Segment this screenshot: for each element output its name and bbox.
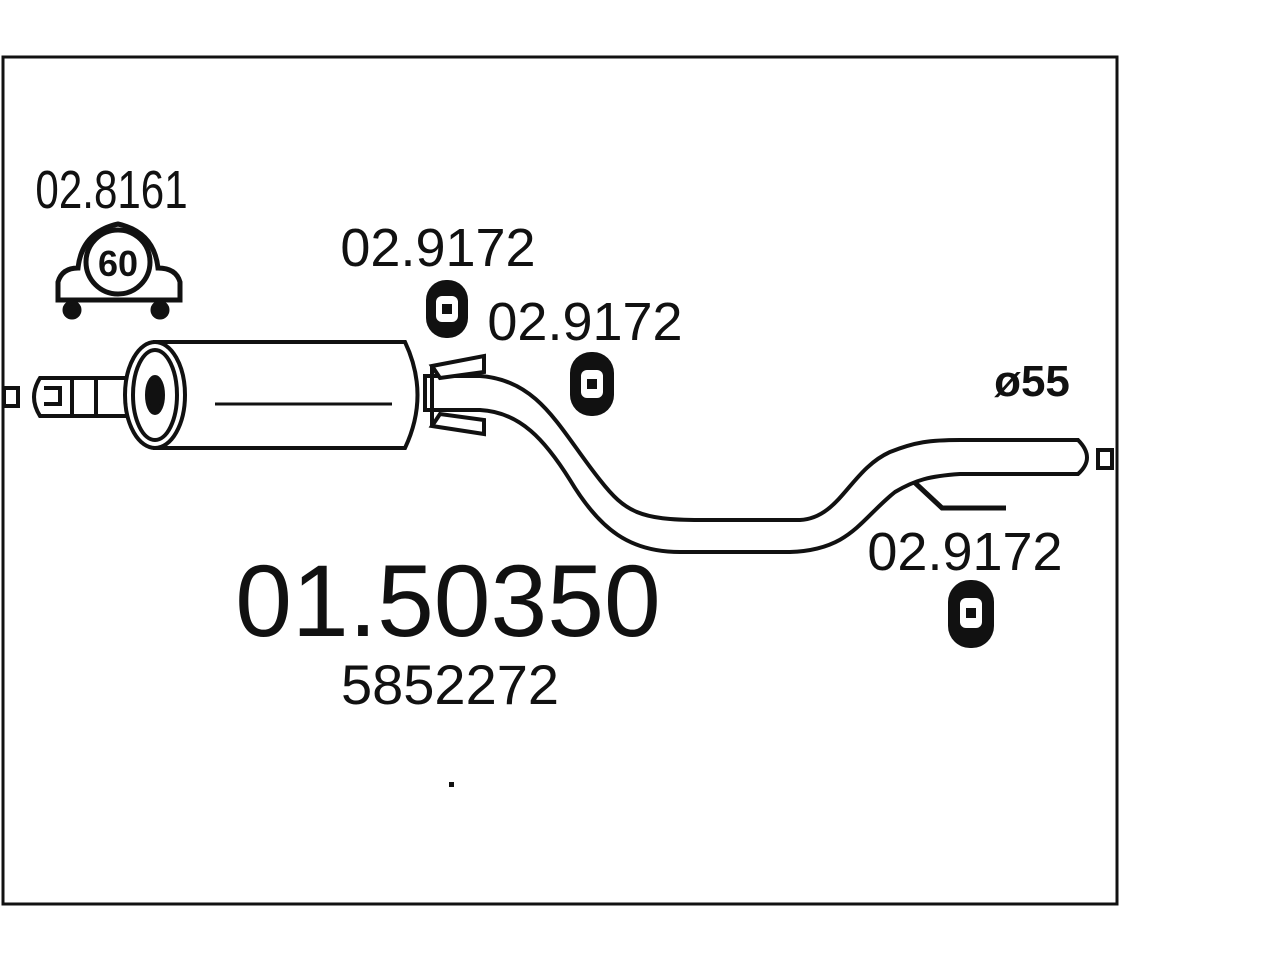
pipe-diameter-label: ø55 — [994, 357, 1070, 406]
muffler-body — [123, 340, 420, 450]
stray-dot — [449, 782, 454, 787]
rubber-hanger-3-icon — [948, 580, 994, 648]
hanger-1-part-code: 02.9172 — [340, 218, 535, 278]
oe-reference-number: 5852272 — [341, 653, 559, 716]
exhaust-pipe-outline — [423, 374, 1089, 554]
pipe-sleeve — [428, 353, 486, 437]
clamp-part-code: 02.8161 — [35, 160, 187, 220]
outlet-pipe-cap — [1096, 448, 1114, 470]
rubber-hanger-2-icon — [570, 352, 614, 416]
hanger-3-part-code: 02.9172 — [867, 522, 1062, 582]
hanger-3-bracket — [910, 478, 1006, 511]
clamp-size-label: 60 — [98, 243, 138, 284]
article-number: 01.50350 — [235, 544, 660, 658]
clamp-icon — [55, 221, 183, 320]
rubber-hanger-1-icon — [426, 280, 468, 338]
hanger-2-part-code: 02.9172 — [487, 292, 682, 352]
diagram-frame — [1, 55, 1119, 906]
